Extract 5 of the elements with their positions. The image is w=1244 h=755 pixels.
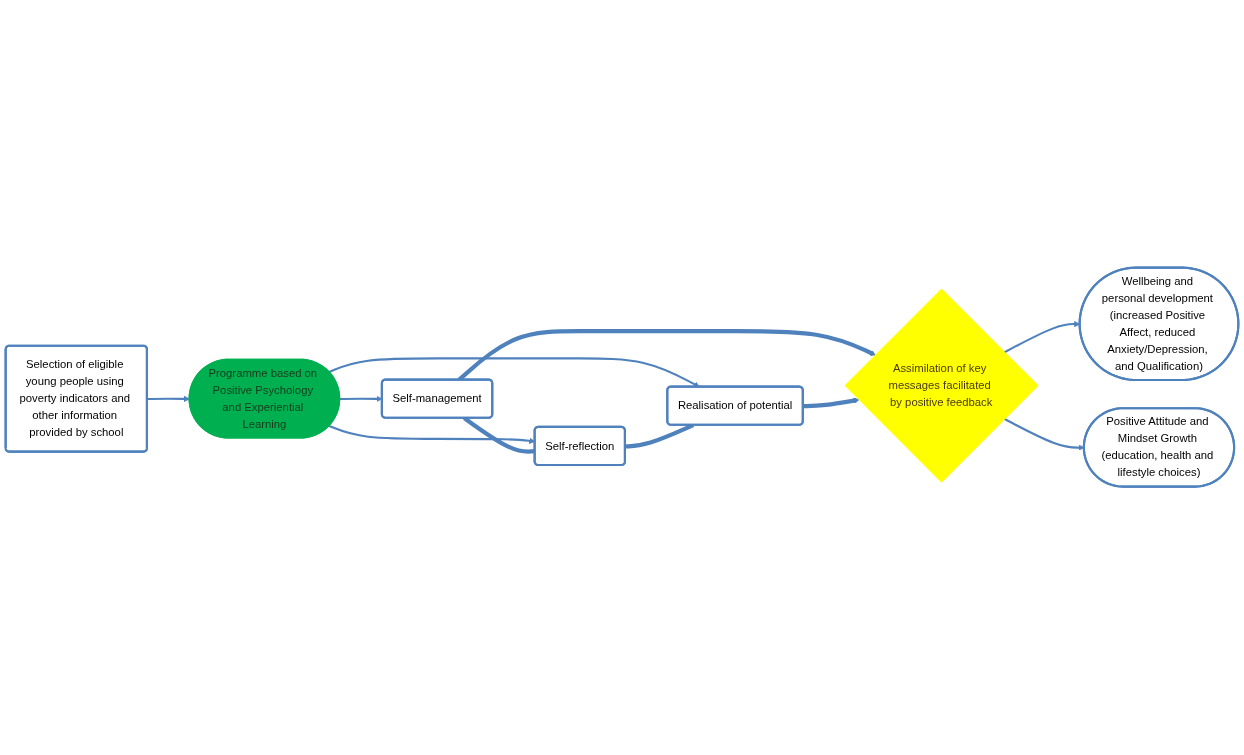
arrow xyxy=(1003,418,1085,452)
node-diamond: Assimilation of key messages facilitated by positive feedback xyxy=(844,288,1039,483)
arrow xyxy=(803,397,860,409)
arrow xyxy=(328,357,700,388)
arrow xyxy=(147,396,190,403)
